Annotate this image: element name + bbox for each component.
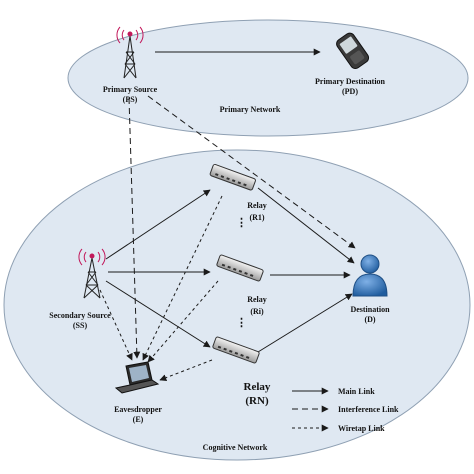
relay-ri-abbr: (Ri) — [250, 307, 264, 316]
relay-r1-icon — [209, 163, 256, 191]
legend-wiretap-link-label: Wiretap Link — [338, 424, 385, 433]
link-ps-destination-interference — [147, 95, 356, 249]
relay-ri-label: Relay — [247, 295, 267, 304]
legend: Main Link Interference Link Wiretap Link — [292, 387, 399, 433]
primary-destination-label: Primary Destination — [315, 77, 386, 86]
legend-interference-link-label: Interference Link — [338, 405, 399, 414]
primary-source-label: Primary Source — [103, 85, 158, 94]
link-r1-eavesdropper-wiretap — [142, 195, 223, 361]
link-ps-eavesdropper-interference — [128, 97, 141, 359]
link-rn-destination — [257, 293, 353, 353]
cognitive-network-region — [3, 149, 471, 461]
primary-source-tower-icon — [116, 26, 144, 79]
relay-rn-icon — [212, 336, 260, 364]
relay-ellipsis-lower: ⋮ — [236, 317, 247, 329]
primary-source-abbr: (PS) — [123, 95, 138, 104]
primary-destination-abbr: (PD) — [342, 87, 358, 96]
relay-r1-abbr: (R1) — [249, 213, 264, 222]
secondary-source-tower-icon — [78, 248, 106, 299]
links — [99, 48, 356, 382]
relay-ri-icon — [216, 254, 264, 282]
link-ss-rn — [105, 280, 211, 348]
primary-network-region — [67, 19, 469, 137]
relay-r1-label: Relay — [247, 201, 267, 210]
primary-destination-phone-icon — [336, 32, 370, 70]
eavesdropper-label: Eavesdropper — [114, 405, 162, 414]
link-ss-eavesdropper-wiretap — [99, 289, 133, 361]
eavesdropper-laptop-icon — [114, 361, 160, 394]
cognitive-network-title: Cognitive Network — [203, 443, 268, 452]
legend-main-link-label: Main Link — [338, 387, 375, 396]
relay-rn-label: Relay — [244, 381, 271, 393]
primary-network-title: Primary Network — [220, 105, 281, 114]
destination-person-icon — [352, 254, 388, 297]
destination-abbr: (D) — [364, 315, 375, 324]
link-ss-r1 — [105, 189, 211, 260]
eavesdropper-abbr: (E) — [133, 415, 144, 424]
destination-label: Destination — [350, 305, 390, 314]
secondary-source-label: Secondary Source — [49, 311, 111, 320]
secondary-source-abbr: (SS) — [73, 321, 88, 330]
link-r1-destination — [257, 187, 355, 264]
relay-ellipsis-upper: ⋮ — [236, 217, 247, 229]
relay-rn-abbr: (RN) — [245, 395, 269, 407]
